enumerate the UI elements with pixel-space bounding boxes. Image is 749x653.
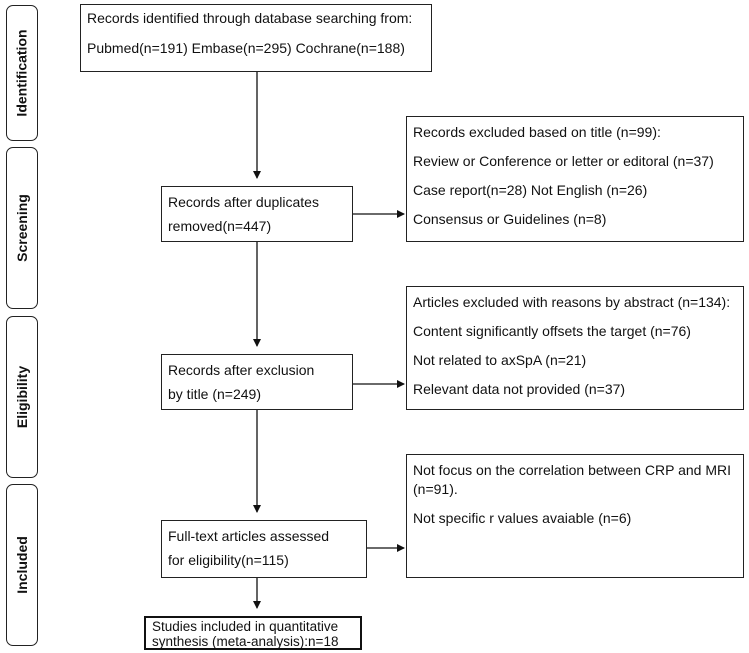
phase-included: Included (6, 484, 38, 646)
box-excluded-by-title: Records excluded based on title (n=99): … (406, 116, 744, 242)
box-records-after-title-exclusion: Records after exclusion by title (n=249) (161, 354, 353, 410)
box-records-identified: Records identified through database sear… (80, 4, 432, 72)
phase-identification: Identification (6, 5, 38, 141)
box-studies-included: Studies included in quantitative synthes… (144, 616, 362, 650)
box-records-after-duplicates: Records after duplicates removed(n=447) (161, 186, 353, 242)
box-excluded-fulltext: Not focus on the correlation between CRP… (406, 454, 744, 578)
box-fulltext-assessed: Full-text articles assessed for eligibil… (161, 520, 367, 578)
box-excluded-by-abstract: Articles excluded with reasons by abstra… (406, 286, 744, 410)
phase-screening: Screening (6, 147, 38, 309)
phase-eligibility: Eligibility (6, 316, 38, 478)
